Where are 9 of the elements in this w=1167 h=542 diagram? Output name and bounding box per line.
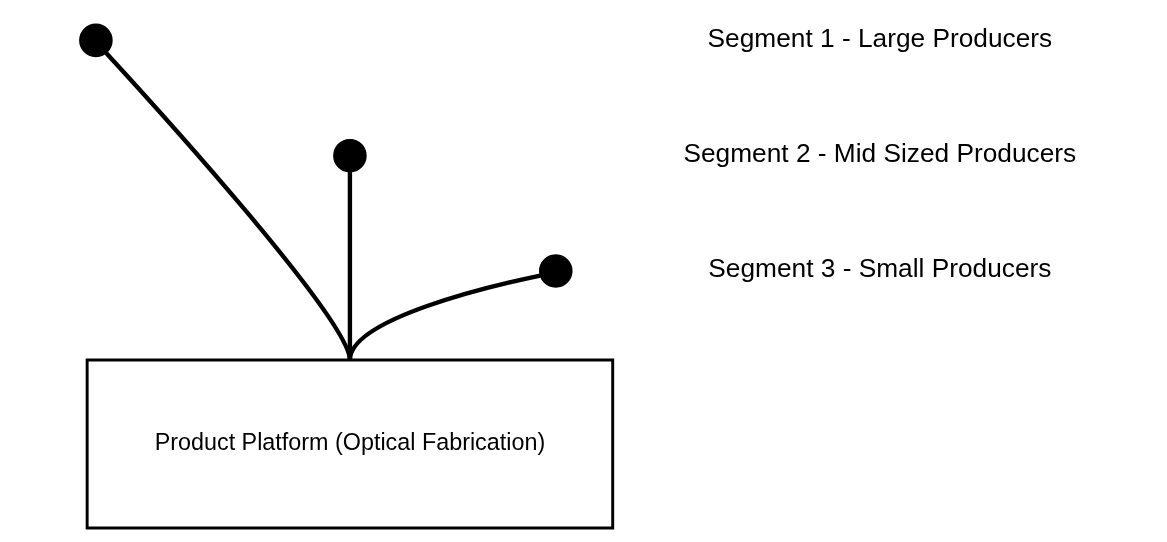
connector — [347, 273, 541, 361]
node-circle — [538, 254, 573, 288]
node-circle — [79, 23, 113, 58]
node-circle — [333, 138, 367, 173]
connector — [104, 51, 353, 361]
label: Segment 2 - Mid Sized Producers — [683, 138, 1077, 169]
label: Segment 3 - Small Producers — [708, 253, 1052, 284]
label: Segment 1 - Large Producers — [707, 22, 1053, 53]
node-box: Product Platform (Optical Fabrication) — [85, 358, 615, 530]
